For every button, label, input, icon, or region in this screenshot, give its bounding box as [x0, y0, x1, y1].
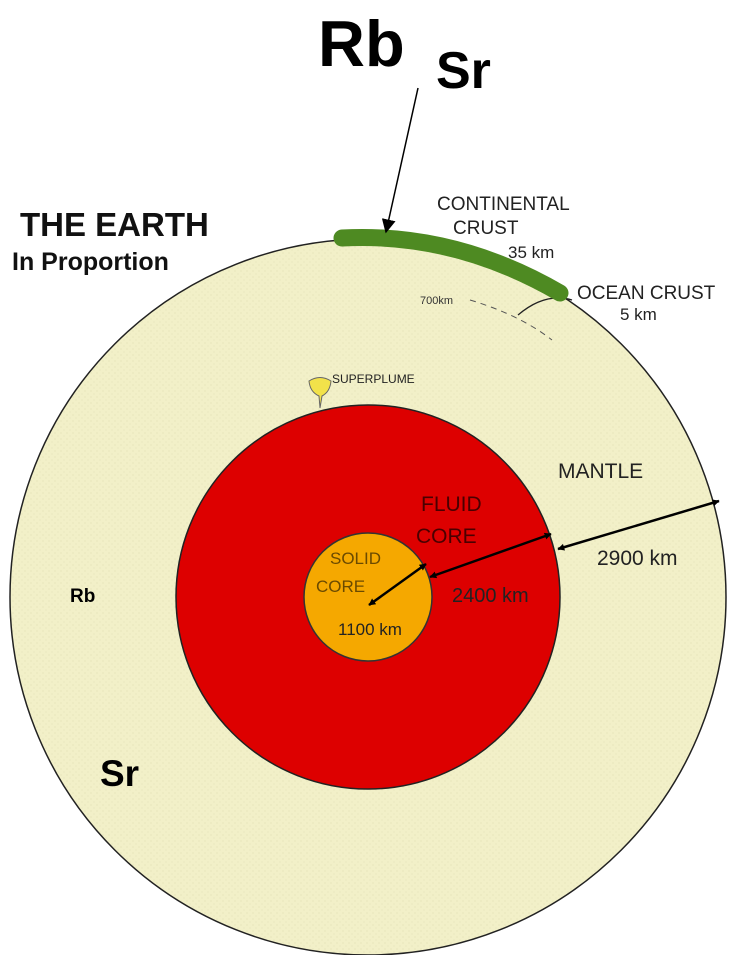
- solid-core-label-line2: CORE: [316, 577, 365, 596]
- continental-crust-thickness: 35 km: [508, 243, 554, 262]
- ocean-crust-label: OCEAN CRUST: [577, 283, 716, 304]
- top-rb-label: Rb: [318, 7, 405, 80]
- fluid-core-thickness-arrow: [429, 532, 552, 579]
- ocean-crust-arc: [517, 297, 573, 316]
- depth-700km-label: 700km: [420, 295, 453, 307]
- mantle-thickness-arrow: [557, 499, 720, 551]
- continental-crust-label-line1: CONTINENTAL: [437, 194, 570, 215]
- superplume-icon: [308, 377, 332, 409]
- solid-core-radius-label: 1100 km: [338, 620, 402, 639]
- depth-700km-line: [469, 299, 553, 341]
- solid-core-label-line1: SOLID: [330, 549, 381, 568]
- title-line1: THE EARTH: [20, 206, 209, 243]
- mantle-sr-label: Sr: [100, 753, 139, 794]
- fluid-core-thickness-label: 2400 km: [452, 585, 529, 607]
- continental-crust: [333, 229, 569, 302]
- rb-pointer-arrow: [381, 87, 419, 234]
- mantle-thickness-label: 2900 km: [597, 547, 678, 570]
- title-line2: In Proportion: [12, 248, 169, 276]
- continental-crust-label-line2: CRUST: [453, 218, 519, 239]
- solid-core-radius-arrow: [368, 562, 427, 607]
- fluid-core-label-line1: FLUID: [421, 493, 482, 516]
- ocean-crust-thickness: 5 km: [620, 305, 657, 324]
- mantle-rb-label: Rb: [70, 586, 95, 607]
- fluid-core-label-line2: CORE: [416, 525, 477, 548]
- mantle-label: MANTLE: [558, 460, 643, 483]
- superplume-label: SUPERPLUME: [332, 372, 415, 386]
- top-sr-label: Sr: [436, 42, 491, 100]
